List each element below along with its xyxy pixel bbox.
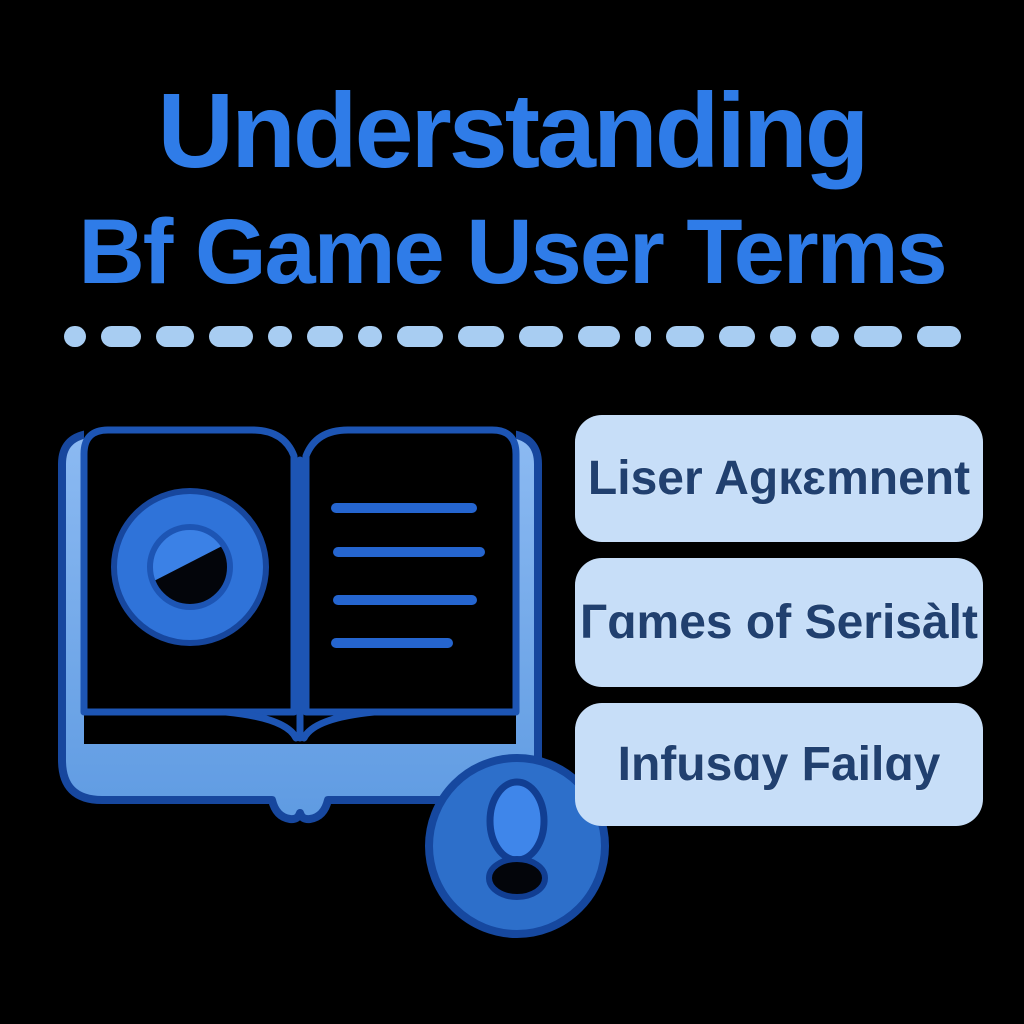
separator-dash	[306, 325, 343, 347]
separator-dash	[577, 325, 620, 347]
page-text-lines	[331, 503, 485, 648]
term-box-user-agreement: Liser Agкɛmnent	[575, 415, 983, 542]
term-label: Liser Agкɛmnent	[587, 452, 971, 505]
exclamation-badge-icon	[425, 754, 609, 938]
open-book-icon	[58, 426, 609, 938]
term-label: Гɑmes of Serisàlt	[579, 596, 978, 649]
page-swoop-right	[300, 708, 378, 742]
separator-dash	[457, 325, 504, 347]
term-box-privacy-policy: Infusɑy Failɑy	[575, 703, 983, 826]
title-line-2: Bf Game User Terms	[78, 201, 947, 303]
separator-dash	[810, 325, 839, 347]
page-swoop-left	[222, 708, 300, 742]
prohibition-circle-icon	[111, 488, 269, 646]
separator-dash	[916, 325, 961, 347]
separator-dash	[267, 325, 292, 347]
separator-dash	[718, 325, 755, 347]
separator-dash	[63, 325, 86, 347]
separator-dash	[396, 325, 443, 347]
separator-dash	[155, 325, 194, 347]
separator-dash	[634, 325, 651, 347]
separator-dash	[100, 325, 141, 347]
title-line-1: Understanding	[157, 72, 870, 190]
separator-dash	[208, 325, 253, 347]
dashed-separator	[40, 325, 984, 347]
term-box-terms-of-service: Гɑmes of Serisàlt	[575, 558, 983, 687]
separator-dash	[357, 325, 382, 347]
separator-dash	[665, 325, 704, 347]
separator-dash	[769, 325, 796, 347]
term-label: Infusɑy Failɑy	[617, 738, 941, 791]
separator-dash	[518, 325, 563, 347]
separator-dash	[853, 325, 902, 347]
book-right-page	[302, 426, 520, 716]
